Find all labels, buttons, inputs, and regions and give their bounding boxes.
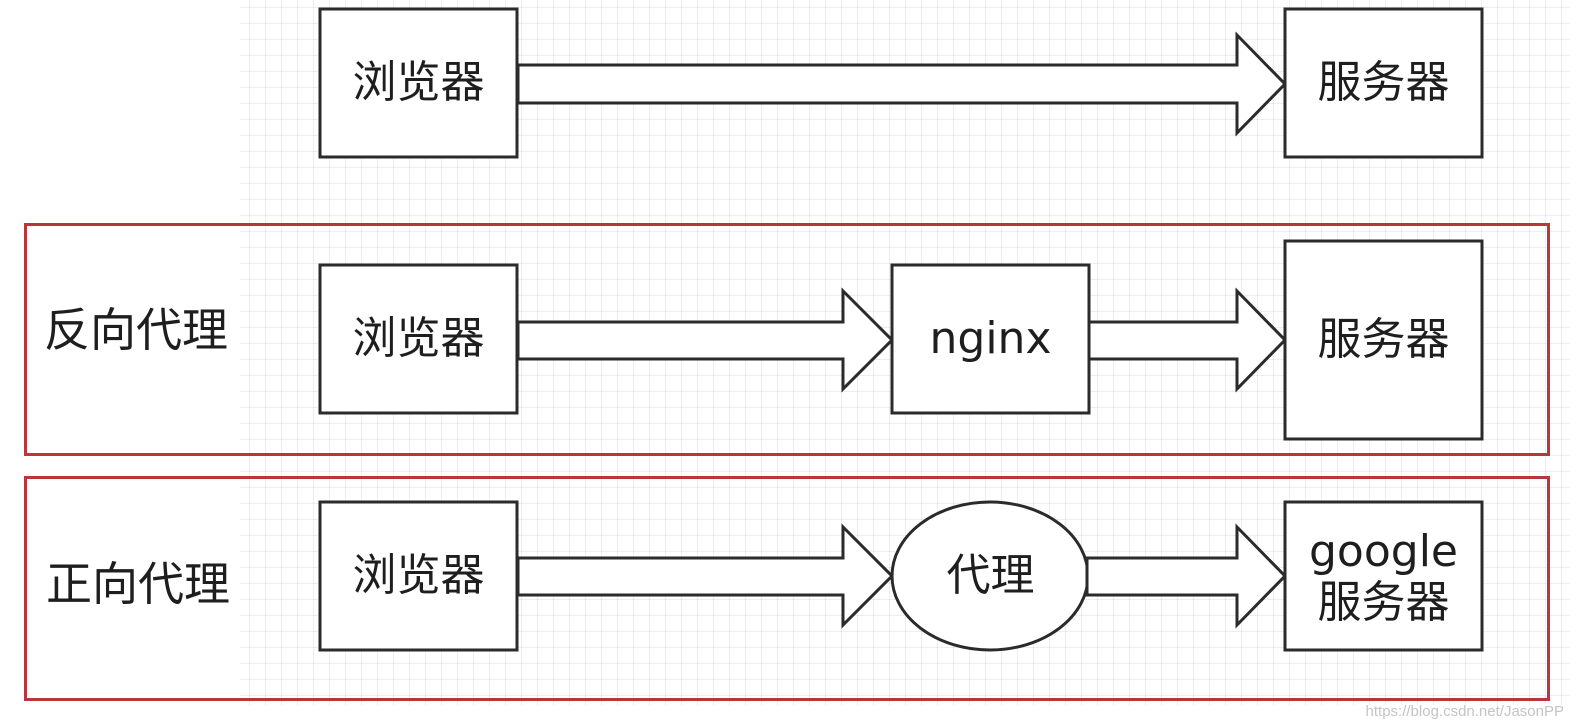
forward-proxy-label: 正向代理 [46, 557, 230, 611]
nginx-box [890, 263, 1091, 415]
arrow-browser-to-server-direct [516, 31, 1288, 137]
server-box-direct [1283, 7, 1484, 159]
google-server-label: 服务器 [1317, 576, 1450, 628]
browser-label-forward: 浏览器 [352, 549, 485, 601]
arrow-proxy-to-google [1085, 523, 1288, 629]
browser-box-forward [318, 500, 519, 652]
reverse-proxy-section [24, 223, 1550, 456]
server-box-reverse [1283, 239, 1484, 441]
server-label-reverse: 服务器 [1317, 313, 1450, 365]
reverse-proxy-label: 反向代理 [44, 303, 228, 357]
forward-proxy-section [24, 476, 1550, 701]
watermark: https://blog.csdn.net/JasonPP [1365, 703, 1564, 720]
arrow-browser-to-proxy [516, 523, 895, 629]
nginx-label: nginx [929, 312, 1052, 364]
arrow-nginx-to-server [1087, 287, 1288, 393]
browser-label-direct: 浏览器 [352, 56, 485, 108]
proxy-label: 代理 [946, 549, 1035, 601]
arrow-browser-to-nginx [516, 287, 895, 393]
server-label-direct: 服务器 [1317, 56, 1450, 108]
browser-box-reverse [318, 263, 519, 415]
browser-label-reverse: 浏览器 [352, 312, 485, 364]
google-label: google [1309, 525, 1458, 577]
google-server-box [1283, 500, 1484, 652]
